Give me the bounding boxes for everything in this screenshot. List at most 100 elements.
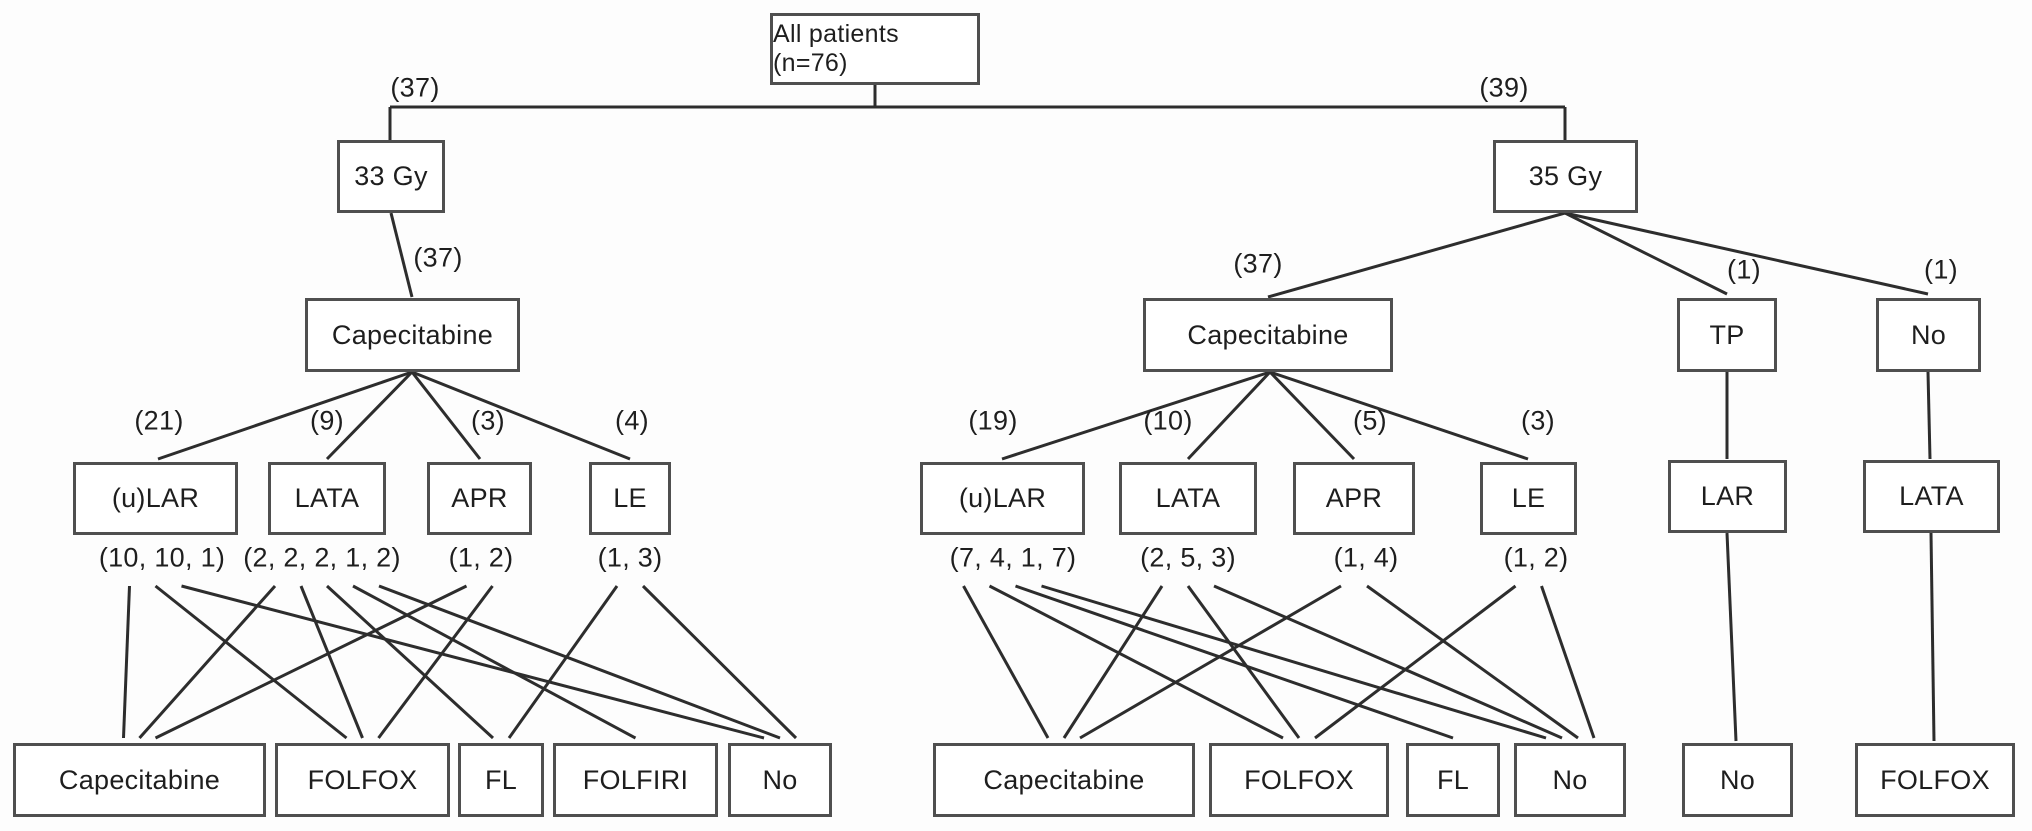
node-label-no-far: No bbox=[1719, 764, 1756, 795]
node-box-lata-far: LATA bbox=[1863, 460, 2000, 533]
node-box-ular-l: (u)LAR bbox=[73, 462, 238, 535]
edge-line bbox=[1041, 584, 1547, 740]
edge-line bbox=[641, 584, 798, 740]
edge-line bbox=[1186, 370, 1272, 461]
edge-line bbox=[1062, 585, 1164, 739]
surgery-count-label: (7, 4, 1, 7) bbox=[949, 542, 1077, 573]
edge-line bbox=[325, 584, 495, 740]
node-label-folfox-br: FOLFOX bbox=[1244, 764, 1354, 795]
node-label-le-l: LE bbox=[613, 483, 647, 513]
node-box-lata-l: LATA bbox=[268, 462, 386, 535]
edge-line bbox=[377, 585, 494, 739]
node-box-folfox-far: FOLFOX bbox=[1855, 743, 2015, 817]
edge-line bbox=[1268, 370, 1356, 461]
edge-line bbox=[411, 370, 631, 461]
node-box-folfiri-bl: FOLFIRI bbox=[553, 743, 718, 817]
node-box-tp: TP bbox=[1677, 298, 1777, 372]
edge-line bbox=[181, 584, 765, 740]
branch-count-label: (37) bbox=[390, 72, 440, 103]
node-label-ular-r: (u)LAR bbox=[958, 483, 1047, 513]
edge-line bbox=[1540, 585, 1596, 739]
branch-count-label: (19) bbox=[968, 405, 1018, 436]
edge-line bbox=[1366, 584, 1579, 740]
edge-line bbox=[962, 585, 1050, 739]
surgery-count-label: (1, 3) bbox=[597, 542, 663, 573]
surgery-count-label: (2, 2, 2, 1, 2) bbox=[243, 542, 401, 573]
node-box-lata-r: LATA bbox=[1119, 462, 1257, 535]
surgery-count-label: (1, 2) bbox=[1503, 542, 1569, 573]
node-box-cape-bl: Capecitabine bbox=[13, 743, 266, 817]
surgery-count-label: (1, 2) bbox=[448, 542, 514, 573]
edge-line bbox=[507, 585, 619, 739]
edge-line bbox=[325, 370, 414, 461]
node-label-no-mid: No bbox=[1910, 319, 1947, 350]
node-label-folfox-bl: FOLFOX bbox=[307, 764, 418, 795]
edge-line bbox=[389, 212, 414, 298]
edge-line bbox=[1929, 532, 1936, 742]
edge-line bbox=[157, 370, 413, 461]
node-box-le-r: LE bbox=[1480, 462, 1577, 535]
node-label-apr-r: APR bbox=[1325, 483, 1383, 513]
edge-line bbox=[1001, 370, 1271, 461]
node-box-ular-r: (u)LAR bbox=[920, 462, 1085, 535]
node-box-fl-br: FL bbox=[1406, 743, 1500, 817]
edge-line bbox=[154, 584, 348, 740]
node-label-gy35: 35 Gy bbox=[1528, 161, 1603, 191]
branch-count-label: (37) bbox=[413, 242, 463, 273]
node-label-folfiri-bl: FOLFIRI bbox=[582, 764, 689, 795]
node-label-lata-l: LATA bbox=[294, 483, 360, 513]
node-box-apr-r: APR bbox=[1293, 462, 1415, 535]
node-box-gy33: 33 Gy bbox=[337, 140, 445, 213]
edge-line bbox=[1725, 532, 1738, 742]
node-label-fl-br: FL bbox=[1436, 764, 1470, 795]
edge-line bbox=[138, 585, 277, 739]
node-label-lar: LAR bbox=[1700, 481, 1755, 511]
surgery-count-label: (1, 4) bbox=[1333, 542, 1399, 573]
branch-count-label: (5) bbox=[1353, 405, 1387, 436]
edge-line bbox=[1564, 211, 1929, 296]
node-box-no-br: No bbox=[1514, 743, 1626, 817]
branch-count-label: (10) bbox=[1143, 405, 1193, 436]
branch-count-label: (1) bbox=[1924, 254, 1958, 285]
edge-line bbox=[154, 584, 468, 740]
node-label-cape-l: Capecitabine bbox=[331, 319, 494, 350]
edge-line bbox=[352, 584, 637, 740]
node-box-apr-l: APR bbox=[427, 462, 532, 535]
edge-line bbox=[122, 585, 131, 739]
node-label-ular-l: (u)LAR bbox=[111, 483, 200, 513]
edge-line bbox=[1926, 371, 1932, 460]
node-label-all-patients: All patients (n=76) bbox=[773, 20, 899, 77]
node-box-lar: LAR bbox=[1668, 460, 1787, 533]
node-box-no-far: No bbox=[1682, 743, 1793, 817]
edge-line bbox=[1564, 211, 1728, 296]
node-label-fl-bl: FL bbox=[484, 764, 518, 795]
edge-line bbox=[1015, 584, 1454, 740]
edge-line bbox=[1269, 370, 1529, 461]
edge-line bbox=[410, 371, 482, 460]
edge-line bbox=[299, 585, 364, 739]
node-label-no-br: No bbox=[1552, 764, 1588, 795]
edge-line bbox=[988, 584, 1284, 740]
edge-line bbox=[1079, 584, 1342, 740]
branch-count-label: (39) bbox=[1479, 72, 1529, 103]
node-label-folfox-far: FOLFOX bbox=[1880, 764, 1990, 795]
node-box-no-bl: No bbox=[728, 743, 832, 817]
node-box-cape-br: Capecitabine bbox=[933, 743, 1195, 817]
node-label-gy33: 33 Gy bbox=[354, 161, 428, 191]
node-box-folfox-bl: FOLFOX bbox=[275, 743, 450, 817]
branch-count-label: (37) bbox=[1233, 248, 1283, 279]
node-label-tp: TP bbox=[1709, 319, 1745, 350]
node-box-gy35: 35 Gy bbox=[1493, 140, 1638, 213]
node-label-le-r: LE bbox=[1511, 483, 1546, 513]
branch-count-label: (4) bbox=[615, 405, 649, 436]
node-label-no-bl: No bbox=[762, 764, 798, 795]
edge-line bbox=[1314, 584, 1517, 740]
surgery-count-label: (10, 10, 1) bbox=[98, 542, 226, 573]
edge-line bbox=[378, 584, 781, 740]
branch-count-label: (1) bbox=[1727, 254, 1761, 285]
node-box-no-mid: No bbox=[1876, 298, 1981, 372]
node-label-apr-l: APR bbox=[451, 483, 508, 513]
surgery-count-label: (2, 5, 3) bbox=[1140, 542, 1236, 573]
node-box-cape-r: Capecitabine bbox=[1143, 298, 1393, 372]
edge-line bbox=[1186, 585, 1301, 739]
